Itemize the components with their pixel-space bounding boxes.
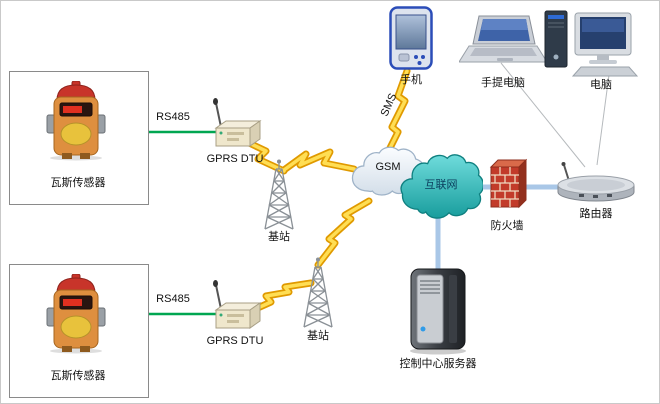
gas-sensor-icon [43,81,109,161]
router-to-laptop-line [500,62,586,168]
lightning-bolts [243,67,411,315]
mobile-phone-icon [389,6,433,70]
internet-cloud-label: 互联网 [424,179,458,191]
bolt-sms [387,69,409,152]
desktop-pc-label: 电脑 [590,79,612,91]
gprs-dtu-icon [206,96,264,152]
control-server-label: 控制中心服务器 [399,358,477,370]
rs485-bottom-label: RS485 [156,293,190,305]
dtu-top-label: GPRS DTU [206,153,264,165]
bolt-dtu-bottom-to-base [249,281,313,313]
base-station-bottom-label: 基站 [307,330,329,342]
bolt-dtu-top-to-base [245,140,286,173]
laptop-label: 手提电脑 [481,77,525,89]
desktop-pc-icon [543,7,641,77]
gprs-dtu-icon [206,278,264,334]
router-to-pc-line [596,74,610,166]
laptop-icon [459,15,547,67]
bolt-base-bottom-to-cloud [316,199,371,267]
base-station-tower-icon [259,159,299,231]
dtu-bottom-label: GPRS DTU [206,335,264,347]
mobile-phone-label: 手机 [400,74,422,86]
sensor-top-label: 瓦斯传感器 [50,177,106,189]
firewall-icon [487,157,527,209]
internet-cloud-icon [399,151,483,221]
gas-sensor-icon [43,274,109,354]
server-icon [405,267,471,355]
base-station-top-label: 基站 [268,231,290,243]
sensor-bottom-label: 瓦斯传感器 [50,370,106,382]
firewall-label: 防火墙 [490,220,524,232]
base-station-tower-icon [298,257,338,329]
router-label: 路由器 [579,208,613,220]
gsm-cloud-label: GSM [375,161,401,173]
router-icon [555,161,637,205]
rs485-top-label: RS485 [156,111,190,123]
bolt-base-top-to-gsm [282,150,356,172]
